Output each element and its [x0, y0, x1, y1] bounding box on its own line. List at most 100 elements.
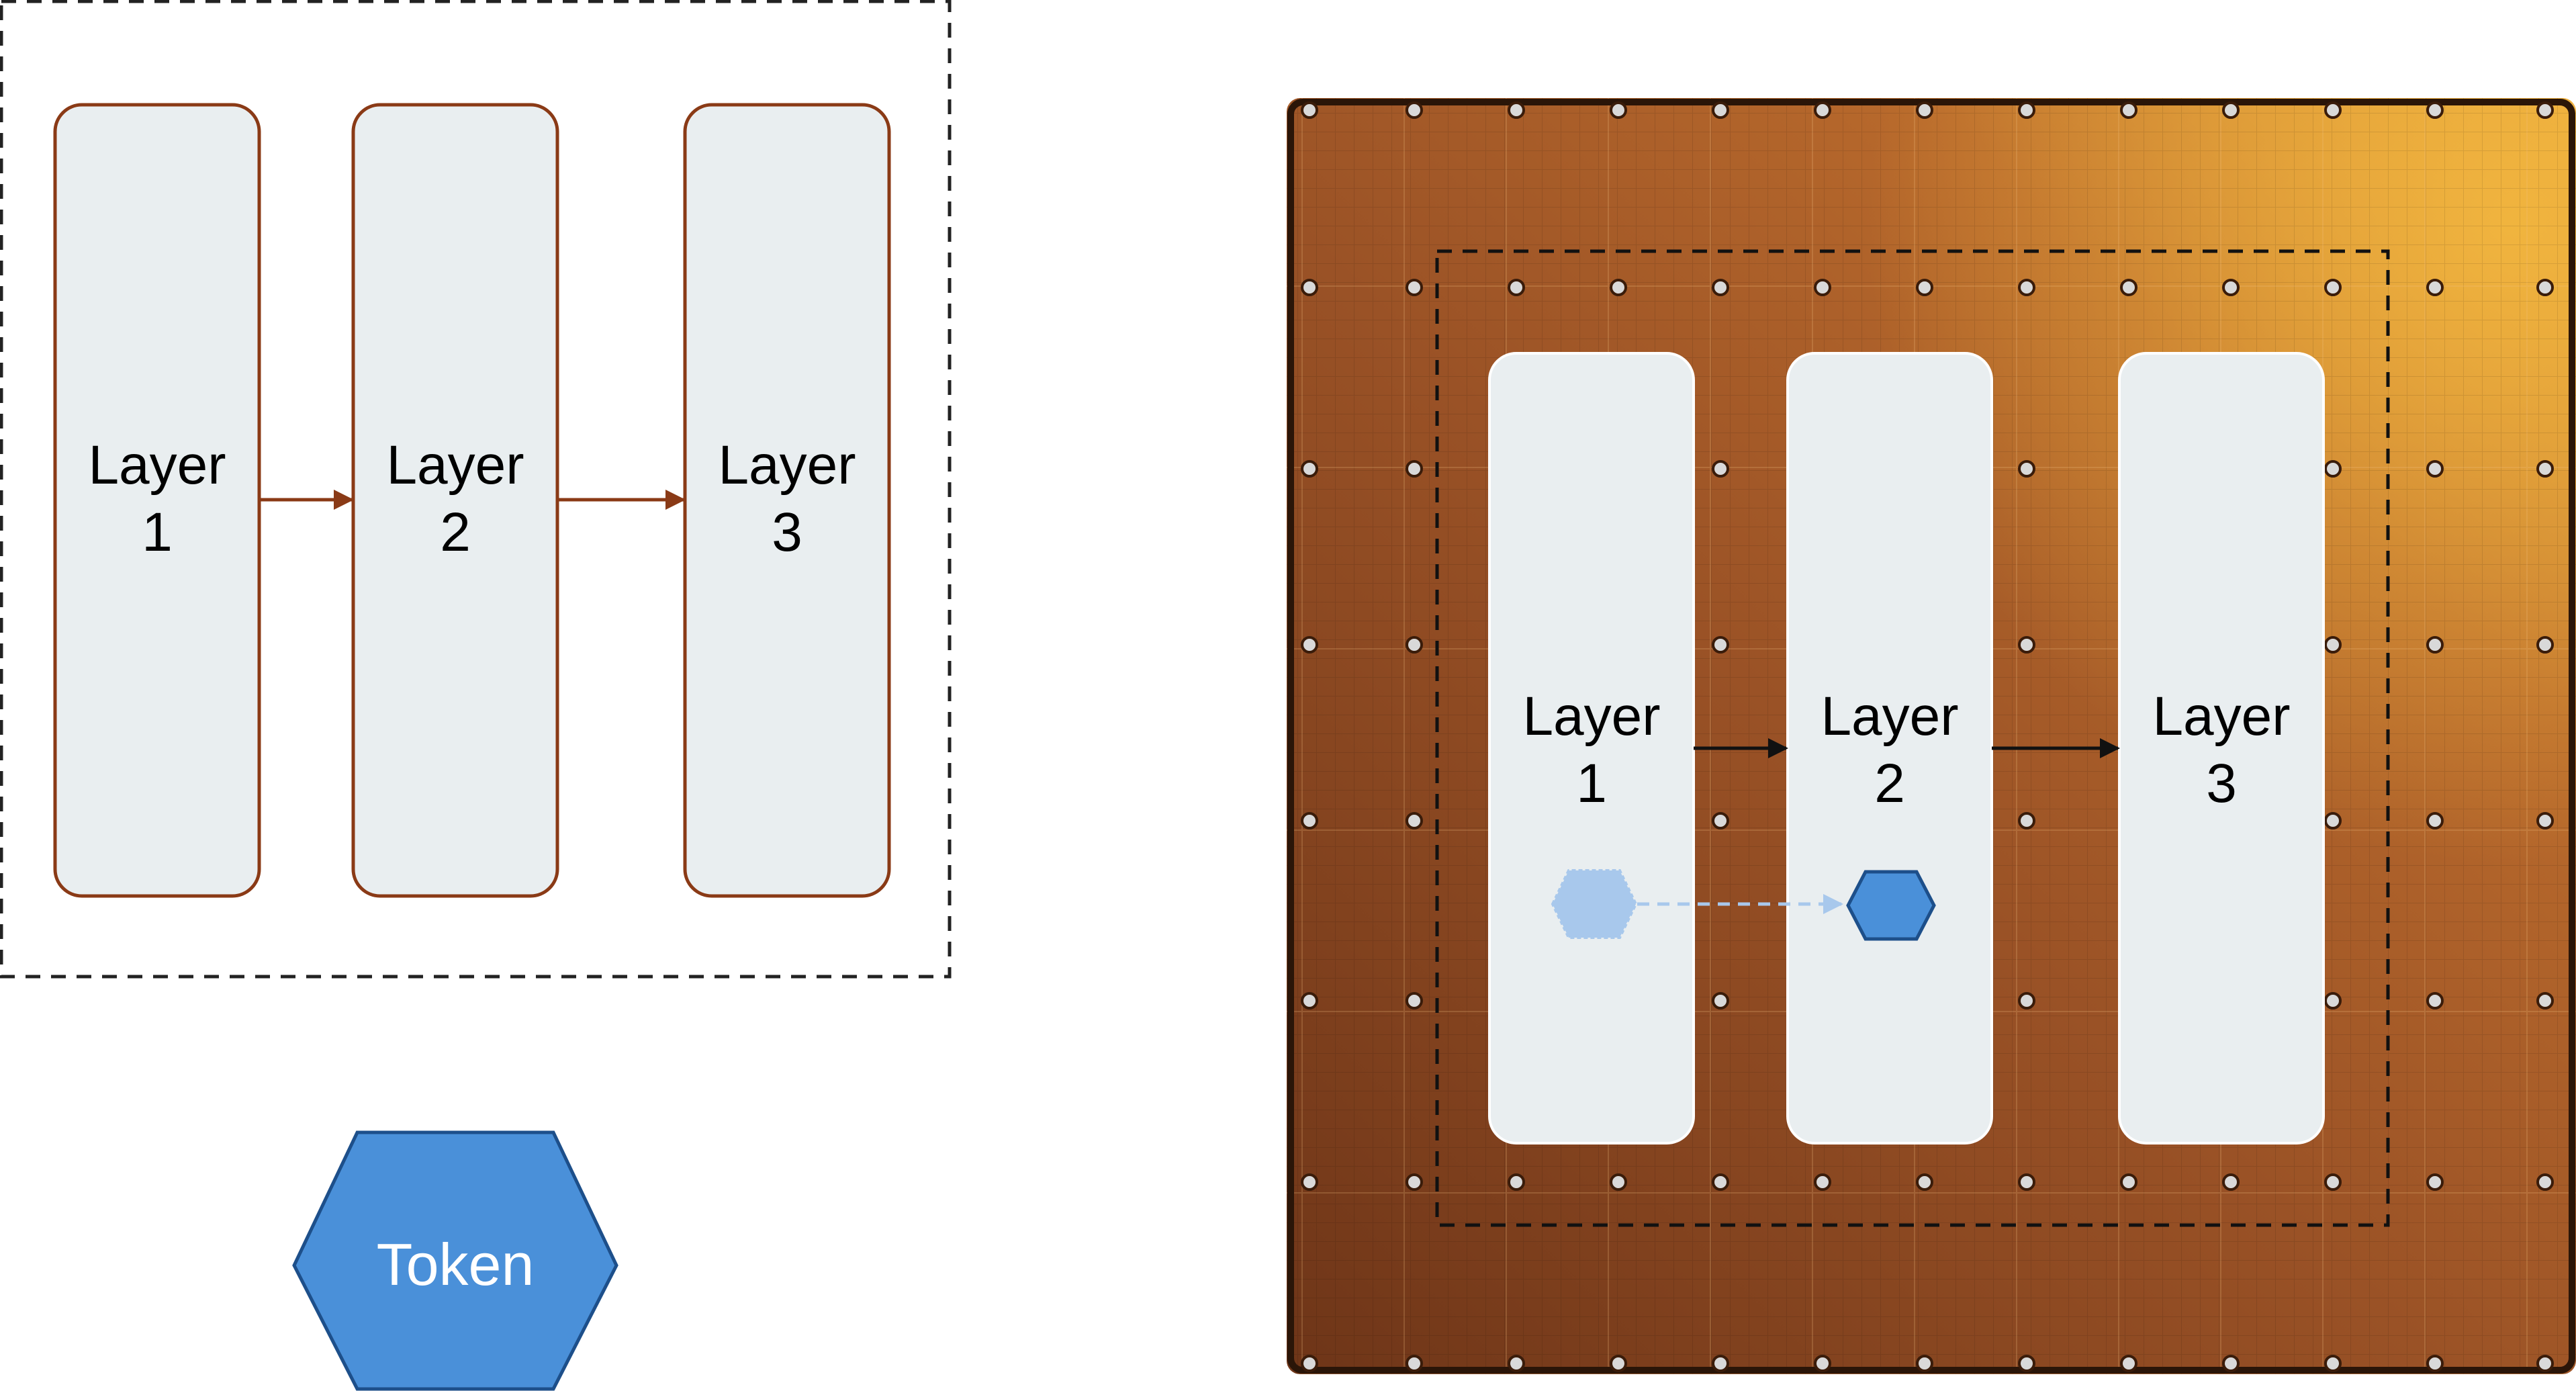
wafer-hole [2120, 1355, 2137, 1372]
token-hexagon-icon [292, 1130, 618, 1391]
wafer-hole [2324, 636, 2342, 654]
wafer-hole [2536, 1173, 2554, 1191]
right-layer-2: Layer 2 [1786, 352, 1993, 1145]
wafer-hole [2324, 101, 2342, 119]
wafer-hole [2018, 812, 2035, 829]
wafer-hole [2426, 1355, 2444, 1372]
wafer-hole [2018, 636, 2035, 654]
wafer-hole [2324, 1173, 2342, 1191]
wafer-hole [1610, 101, 1627, 119]
wafer-hole [1712, 636, 1729, 654]
wafer-hole [1712, 812, 1729, 829]
left-layer-3-label-line1: Layer [718, 435, 856, 496]
wafer-hole [2536, 460, 2554, 478]
wafer-hole [2324, 992, 2342, 1009]
wafer-hole [1712, 992, 1729, 1009]
wafer-hole [1610, 1173, 1627, 1191]
wafer-hole [2426, 812, 2444, 829]
wafer-hole [2536, 101, 2554, 119]
wafer-hole [1916, 101, 1933, 119]
wafer-hole [1916, 279, 1933, 296]
wafer-hole [2222, 279, 2240, 296]
wafer-hole [1916, 1355, 1933, 1372]
wafer-hole [2120, 101, 2137, 119]
right-layer-1: Layer 1 [1488, 352, 1695, 1145]
left-layer-2-label-line2: 2 [440, 502, 471, 563]
wafer-hole [2324, 812, 2342, 829]
left-layer-2: Layer 2 [351, 103, 559, 898]
wafer-hole [2018, 101, 2035, 119]
wafer-hole [1508, 1173, 1525, 1191]
wafer-hole [2324, 460, 2342, 478]
right-layer-3-label-line1: Layer [2152, 686, 2290, 747]
token-label: Token [377, 1231, 535, 1298]
wafer-hole [2120, 279, 2137, 296]
wafer-hole [2426, 460, 2444, 478]
wafer-hole [2120, 1173, 2137, 1191]
wafer-hole [2324, 279, 2342, 296]
wafer-hole [2426, 992, 2444, 1009]
wafer-edge [1287, 99, 2575, 1374]
wafer-hole [2222, 1355, 2240, 1372]
wafer-hole [1301, 1173, 1318, 1191]
token-hexagon-icon-active [1846, 870, 1936, 941]
wafer-hole [1814, 1355, 1831, 1372]
wafer-hole [1301, 460, 1318, 478]
left-layer-1-label-line1: Layer [88, 435, 226, 496]
right-dashed-boundary [1435, 249, 2390, 1227]
wafer-hole [2018, 460, 2035, 478]
wafer-hole [1712, 1173, 1729, 1191]
left-layer-1-label-line2: 1 [142, 502, 173, 563]
right-layer-2-label-line2: 2 [1874, 753, 1905, 814]
wafer-hole [1406, 1173, 1423, 1191]
wafer-hole [1406, 1355, 1423, 1372]
wafer-hole [1301, 279, 1318, 296]
wafer-hole [2536, 812, 2554, 829]
wafer-hole [1610, 1355, 1627, 1372]
right-layer-3-label-line2: 3 [2206, 753, 2237, 814]
wafer-hole [2426, 101, 2444, 119]
wafer-hole [2222, 1173, 2240, 1191]
left-layer-3-label-line2: 3 [772, 502, 802, 563]
wafer-hole [2018, 1173, 2035, 1191]
wafer-hole [1712, 101, 1729, 119]
wafer-hole [2426, 1173, 2444, 1191]
wafer-mount-holes [1301, 101, 2554, 1372]
wafer-hole [1712, 1355, 1729, 1372]
wafer-hole [1406, 101, 1423, 119]
wafer-hole [1301, 101, 1318, 119]
wafer-hole [1814, 1173, 1831, 1191]
wafer-hole [1712, 460, 1729, 478]
right-layer-1-label-line2: 1 [1576, 753, 1607, 814]
wafer-hole [1916, 1173, 1933, 1191]
left-diagram: Layer 1 Layer 2 Layer 3 [0, 0, 952, 979]
wafer-hole [1712, 279, 1729, 296]
wafer-hole [1814, 101, 1831, 119]
wafer-hole [2426, 279, 2444, 296]
left-layer-1: Layer 1 [53, 103, 261, 898]
wafer-hole [1406, 460, 1423, 478]
left-layer-3: Layer 3 [683, 103, 891, 898]
wafer-hole [1406, 812, 1423, 829]
wafer-hole [1406, 279, 1423, 296]
wafer-hole [2536, 636, 2554, 654]
wafer-hole [1508, 101, 1525, 119]
wafer-hole [1301, 992, 1318, 1009]
wafer-hole [1406, 636, 1423, 654]
wafer-hole [1508, 1355, 1525, 1372]
wafer-hole [1814, 279, 1831, 296]
token-legend: Token [292, 1130, 618, 1391]
wafer-hole [2018, 992, 2035, 1009]
wafer-hole [2536, 279, 2554, 296]
wafer-hole [1610, 279, 1627, 296]
wafer-hole [2536, 992, 2554, 1009]
wafer-hole [2018, 1355, 2035, 1372]
wafer-hole [1301, 636, 1318, 654]
token-ghost-icon [1551, 869, 1638, 939]
wafer-hole [2536, 1355, 2554, 1372]
wafer-diagram: Layer 1 Layer 2 Layer 3 [1287, 98, 2576, 1374]
left-dashed-boundary [0, 0, 952, 979]
left-layer-2-label-line1: Layer [386, 435, 524, 496]
wafer-hole [2222, 101, 2240, 119]
